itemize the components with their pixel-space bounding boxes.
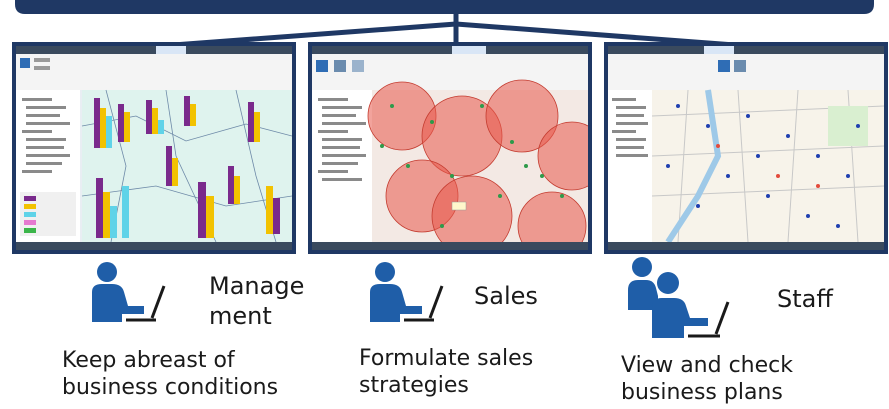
sales-role-label: Sales bbox=[474, 282, 538, 310]
staff-people-icon bbox=[628, 257, 730, 338]
management-person-icon bbox=[92, 262, 166, 322]
sales-description-line1: Formulate sales bbox=[359, 346, 534, 371]
management-screenshot bbox=[12, 42, 296, 254]
sales-person-icon bbox=[370, 262, 444, 322]
management-role-line2: ment bbox=[209, 302, 272, 330]
staff-description-line2: business plans bbox=[621, 380, 783, 405]
staff-description-line1: View and check bbox=[621, 353, 793, 378]
sales-description-line2: strategies bbox=[359, 373, 469, 398]
management-description-line1: Keep abreast of bbox=[62, 348, 235, 373]
management-role-label: Manage ment bbox=[209, 271, 304, 331]
management-description: Keep abreast of business conditions bbox=[62, 347, 278, 401]
sales-description: Formulate sales strategies bbox=[359, 345, 533, 399]
sales-screenshot bbox=[308, 42, 592, 254]
management-role-line1: Manage bbox=[209, 272, 305, 300]
staff-description: View and check business plans bbox=[621, 352, 793, 406]
top-banner bbox=[15, 0, 874, 14]
staff-screenshot bbox=[604, 42, 888, 254]
staff-role-label: Staff bbox=[777, 285, 833, 313]
management-description-line2: business conditions bbox=[62, 375, 279, 400]
